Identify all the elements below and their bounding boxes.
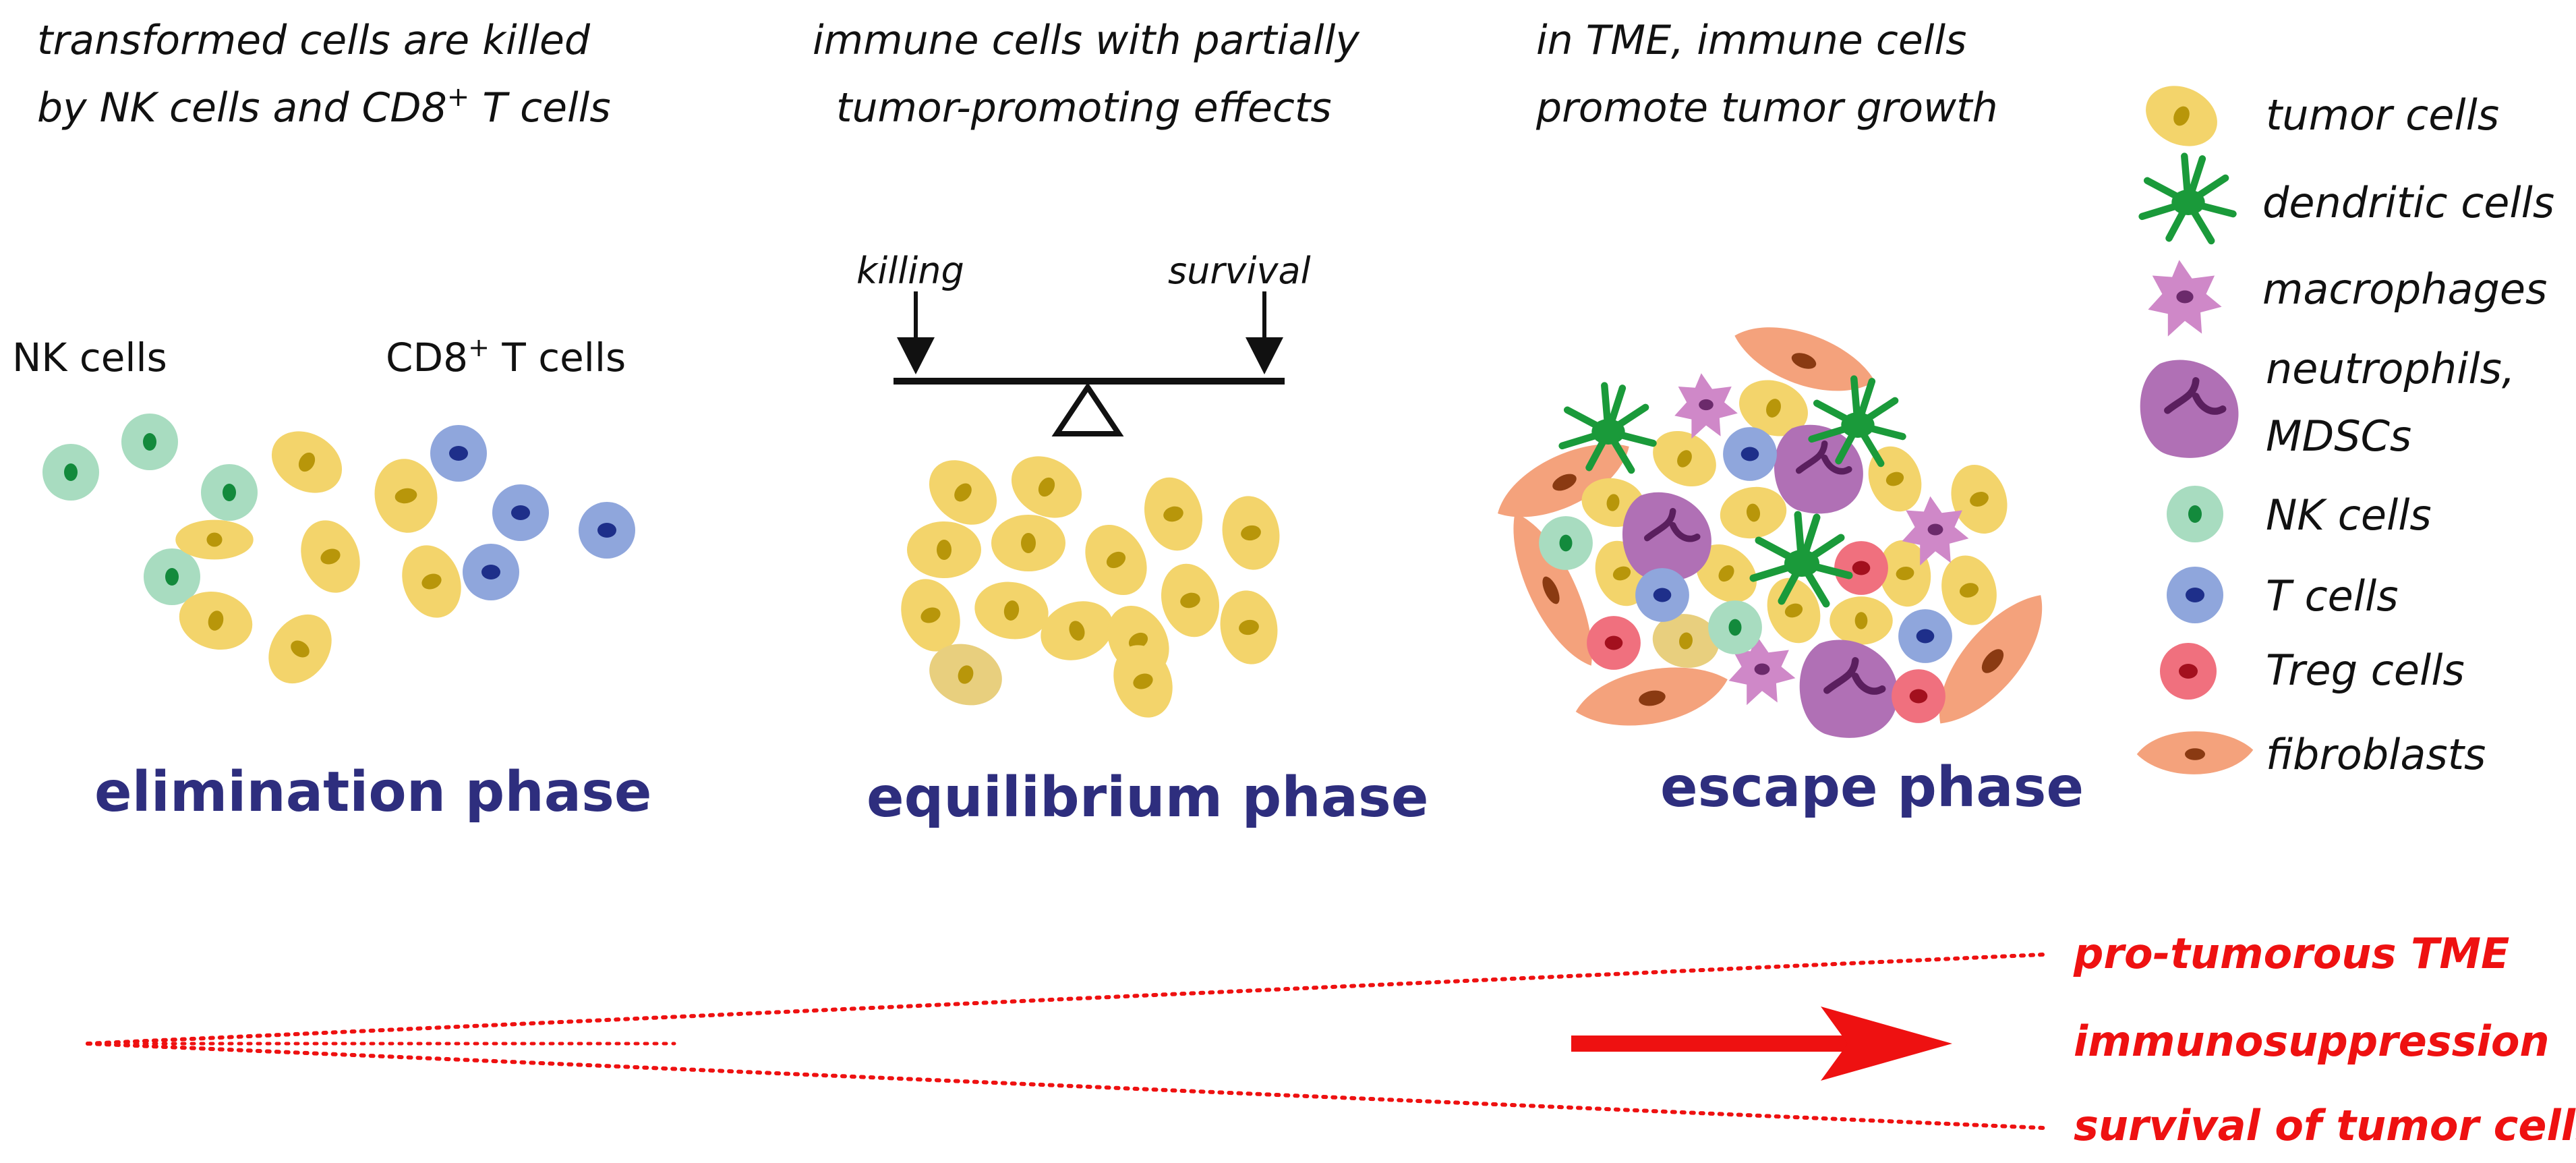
escape-caption-line1: in TME, immune cells [1536, 17, 1966, 64]
t-cell-icon [2167, 567, 2223, 623]
equilibrium-panel: immune cells with partially tumor-promot… [813, 17, 1428, 830]
legend-item-macrophages: macrophages [2148, 260, 2547, 337]
nk-cell-icon [2167, 486, 2223, 542]
equilibrium-cells [891, 444, 1285, 727]
escape-caption-line2: promote tumor growth [1535, 84, 1998, 132]
legend-label: dendritic cells [2262, 178, 2554, 227]
trend-line-upper [86, 953, 2045, 1046]
trend-label-survival: survival of tumor cells [2074, 1101, 2576, 1150]
legend-label: fibroblasts [2266, 730, 2486, 779]
tumor-cell [175, 519, 254, 560]
tumor-cell [260, 419, 353, 505]
treg-cell [1587, 616, 1641, 670]
neutrophil [1800, 640, 1898, 737]
tumor-cell [1829, 596, 1893, 645]
t-cell [1723, 427, 1777, 481]
scale-fulcrum [1051, 382, 1124, 436]
macrophage-icon [2148, 260, 2222, 337]
fibroblast-icon [2136, 731, 2254, 774]
tumor-cell [1136, 471, 1210, 557]
escape-panel: in TME, immune cells promote tumor growt… [1486, 17, 2084, 820]
legend-item-neutrophils: neutrophils, MDSCs [2140, 344, 2515, 461]
macrophage [1674, 373, 1738, 439]
tumor-cell [1217, 491, 1285, 575]
nk-cell [121, 414, 178, 470]
tumor-cell [1073, 513, 1159, 606]
legend-label: macrophages [2262, 264, 2547, 314]
legend-label: tumor cells [2266, 90, 2499, 140]
label-survival: survival [1168, 250, 1311, 292]
equilibrium-caption-line2: tumor-promoting effects [836, 84, 1332, 132]
elimination-caption-line1: transformed cells are killed [37, 17, 591, 64]
tumor-microenvironment-cluster [1486, 310, 2066, 741]
elimination-caption-line2: by NK cells and CD8+ T cells [37, 82, 611, 132]
label-nk-cells: NK cells [12, 335, 167, 380]
legend-label: MDSCs [2266, 412, 2411, 461]
legend-item-dendritic-cells: dendritic cells [2142, 157, 2554, 241]
t-cell [579, 502, 635, 559]
nk-cell [1708, 600, 1762, 654]
legend-item-t-cells: T cells [2167, 567, 2399, 623]
trend-label-immunosuppression: immunosuppression [2074, 1017, 2550, 1066]
killing-arrowhead [897, 337, 935, 374]
legend-item-nk-cells: NK cells [2167, 486, 2432, 542]
treg-cell [1834, 541, 1888, 595]
trend-label-pro-tumorous: pro-tumorous TME [2073, 929, 2509, 978]
legend-label: T cells [2266, 571, 2399, 621]
elimination-panel: transformed cells are killed by NK cells… [12, 17, 652, 824]
nk-cell [42, 444, 99, 501]
neutrophil [1622, 492, 1711, 582]
tumor-cell-icon [2136, 74, 2227, 158]
tumor-cell [291, 511, 370, 602]
fibroblast [1571, 656, 1733, 737]
elimination-cells [42, 414, 635, 696]
tumor-cell [991, 515, 1065, 571]
legend-item-treg-cells: Treg cells [2160, 643, 2465, 700]
elimination-phase-label: elimination phase [94, 760, 652, 824]
tumor-cell [1214, 586, 1283, 669]
equilibrium-phase-label: equilibrium phase [867, 766, 1428, 830]
legend-label: neutrophils, [2266, 344, 2515, 393]
treg-cell [1892, 669, 1945, 723]
tumor-cell [970, 576, 1053, 645]
dendritic-cell-icon [2142, 157, 2233, 241]
t-cell [430, 425, 487, 482]
tumor-cell [1643, 420, 1726, 498]
t-cell [463, 544, 519, 600]
legend-label: Treg cells [2266, 646, 2465, 695]
equilibrium-caption-line1: immune cells with partially [813, 17, 1360, 64]
tumor-cell [368, 453, 444, 538]
trend-indicator: pro-tumorous TME immunosuppression survi… [86, 929, 2576, 1150]
red-arrow-head [1821, 1006, 1952, 1081]
legend-item-tumor-cells: tumor cells [2136, 74, 2499, 158]
legend: tumor cells dendritic cells macrophages … [2136, 74, 2554, 779]
survival-arrowhead [1246, 337, 1283, 374]
tumor-cell [907, 521, 981, 578]
t-cell [1898, 609, 1952, 663]
trend-line-lower [86, 1042, 2045, 1130]
label-cd8-t-cells: CD8+ T cells [386, 333, 626, 380]
nk-cell [1539, 516, 1593, 570]
label-killing: killing [856, 250, 964, 292]
legend-label: NK cells [2266, 490, 2432, 540]
legend-item-fibroblasts: fibroblasts [2136, 730, 2486, 779]
red-arrow-shaft [1571, 1036, 1868, 1052]
balance-scale: killing survival [856, 250, 1311, 436]
tumor-cell [256, 602, 345, 696]
neutrophil-icon [2140, 360, 2239, 457]
treg-cell-icon [2160, 643, 2217, 700]
escape-phase-label: escape phase [1660, 756, 2084, 820]
t-cell [492, 484, 549, 541]
tumor-cell [392, 536, 471, 627]
nk-cell [201, 464, 258, 521]
t-cell [1635, 568, 1689, 622]
